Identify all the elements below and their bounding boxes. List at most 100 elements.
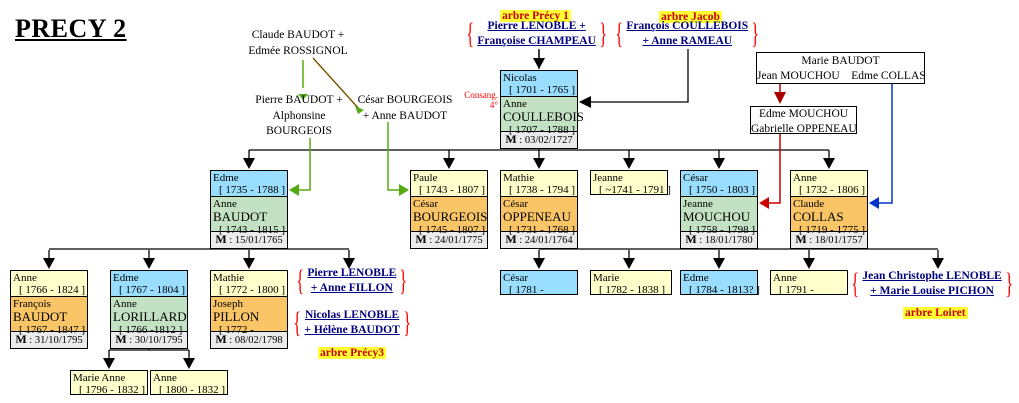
link-line1[interactable]: Pierre LENOBLE xyxy=(307,267,397,279)
link-coullebois-rameau[interactable]: François COULLEBOIS + Anne RAMEAU xyxy=(626,19,748,49)
left-brace-icon: { xyxy=(851,267,860,300)
link-lenoble-pichon[interactable]: Jean Christophe LENOBLE + Marie Louise P… xyxy=(862,269,1001,299)
person-2: Anne COULLEBOIS [ 1707 - 1788 ] xyxy=(501,96,584,136)
tag-loiret-label[interactable]: arbre Loiret xyxy=(903,307,968,319)
couple-box-anne: Anne [ 1732 - 1806 ] Claude COLLAS [ 171… xyxy=(790,170,868,249)
person-1: César [ 1750 - 1803 ] xyxy=(681,171,757,196)
link-line2[interactable]: + Anne FILLON xyxy=(310,282,393,294)
person-box-marie_anne: Marie Anne[ 1796 - 1832 ] xyxy=(70,370,148,396)
marie-baudot-box: Marie BAUDOT Jean MOUCHOU Edme COLLAS xyxy=(756,52,926,84)
marriage-value: : 31/10/1795 xyxy=(29,335,83,346)
jean-mouchou-name: Jean MOUCHOU xyxy=(757,70,840,82)
person-box-anne_gc: Anne[ 1800 - 1832 ] xyxy=(150,370,228,396)
tag-loiret[interactable]: arbre Loiret xyxy=(903,303,968,321)
last-name: LORILLARD xyxy=(113,309,187,324)
consanguinity-note: Consang. 4° xyxy=(455,90,498,110)
marriage-prefix: M xyxy=(505,232,517,246)
marriage-value: : 18/01/1757 xyxy=(809,235,863,246)
first-name: César xyxy=(503,198,529,210)
dates: [ 1784 - 1813? ] xyxy=(689,284,760,296)
dates: [ 1781 - xyxy=(509,284,544,296)
link-lenoble-champeau[interactable]: Pierre LENOBLE + Françoise CHAMPEAU xyxy=(477,19,596,49)
couple-box-paule: Paule [ 1743 - 1807 ] César BOURGEOIS [ … xyxy=(410,170,488,249)
left-brace-icon: { xyxy=(615,17,624,50)
pierre-line1: Pierre BAUDOT + xyxy=(255,94,343,106)
person-2: César BOURGEOIS [ 1745 - 1807 ] xyxy=(411,196,488,236)
link-line1[interactable]: Nicolas LENOBLE xyxy=(304,309,400,321)
last-name: COLLAS xyxy=(793,209,844,224)
last-name: BAUDOT xyxy=(13,309,68,324)
tag-precy3-label[interactable]: arbre Précy3 xyxy=(318,347,386,359)
link-group-loiret: { Jean Christophe LENOBLE + Marie Louise… xyxy=(848,269,1016,299)
down-arrow-icon xyxy=(343,258,355,269)
link-line2[interactable]: Françoise CHAMPEAU xyxy=(477,35,596,47)
edme-collas-name: Edme COLLAS xyxy=(851,70,926,82)
consang-label: Consang. xyxy=(464,90,498,100)
last-name: BOURGEOIS xyxy=(413,209,488,224)
down-arrow-icon xyxy=(713,258,725,269)
down-arrow-icon xyxy=(623,158,635,169)
couple-box-anne2: Anne [ 1766 - 1824 ] François BAUDOT [ 1… xyxy=(10,270,88,349)
link-line2[interactable]: + Marie Louise PICHON xyxy=(870,285,994,297)
gabrielle-oppeneau-name: Gabrielle OPPENEAU xyxy=(751,123,857,135)
claude-line1: Claude BAUDOT + xyxy=(251,29,345,41)
cesar-line1: César BOURGEOIS xyxy=(357,94,453,106)
claude-baudot-couple: Claude BAUDOT + Edmée ROSSIGNOL xyxy=(243,28,353,59)
person-2: Anne LORILLARD [ 1766 -1812 ] xyxy=(111,296,187,336)
first-name: Anne xyxy=(793,172,817,184)
down-arrow-icon xyxy=(533,258,545,269)
link-group-jacob: { François COULLEBOIS + Anne RAMEAU } xyxy=(612,17,759,50)
dates: [ 1796 - 1832 ] xyxy=(79,384,145,396)
cesar-bourgeois-couple: César BOURGEOIS + Anne BAUDOT xyxy=(355,93,455,124)
down-arrow-icon xyxy=(103,358,115,369)
line-jacob xyxy=(580,49,689,103)
person-2: Joseph PILLON [ 1772 - xyxy=(211,296,287,336)
first-name: César xyxy=(503,272,529,284)
right-brace-icon: } xyxy=(599,17,608,50)
right-brace-icon: } xyxy=(399,264,408,297)
person-1: Anne [ 1732 - 1806 ] xyxy=(791,171,867,196)
person-1: Edme [ 1767 - 1804 ] xyxy=(111,271,187,296)
dates: [ 1791 - xyxy=(779,284,814,296)
dates: [ 1750 - 1803 ] xyxy=(689,184,755,196)
last-name: BAUDOT xyxy=(213,209,268,224)
down-arrow-icon xyxy=(623,258,635,269)
first-name: Anne xyxy=(503,98,527,110)
marriage-prefix: M xyxy=(505,132,517,146)
link-line1[interactable]: Jean Christophe LENOBLE xyxy=(862,270,1002,282)
link-lenoble-fillon[interactable]: Pierre LENOBLE + Anne FILLON xyxy=(307,266,396,296)
tag-precy3[interactable]: arbre Précy3 xyxy=(318,343,386,361)
first-name: Edme xyxy=(213,172,239,184)
tag-precy1-label[interactable]: arbre Précy 1 xyxy=(500,10,571,22)
first-name: Anne xyxy=(773,272,797,284)
marriage-date: M : 24/01/1775 xyxy=(411,231,487,248)
link-group-fillon: { Pierre LENOBLE + Anne FILLON } xyxy=(293,264,408,297)
link-line1[interactable]: Pierre LENOBLE + xyxy=(487,20,586,32)
left-brace-icon: { xyxy=(296,264,305,297)
marie-baudot-name: Marie BAUDOT xyxy=(801,55,880,67)
tag-jacob-label[interactable]: arbre Jacob xyxy=(659,11,722,23)
tag-jacob[interactable]: arbre Jacob xyxy=(659,7,722,25)
marriage-prefix: M xyxy=(15,332,27,346)
link-line2[interactable]: + Hélène BAUDOT xyxy=(304,324,400,336)
couple-box-edme2: Edme [ 1767 - 1804 ] Anne LORILLARD [ 17… xyxy=(110,270,188,349)
link-group-precy1: { Pierre LENOBLE + Françoise CHAMPEAU } xyxy=(463,19,607,49)
link-lenoble-baudot[interactable]: Nicolas LENOBLE + Hélène BAUDOT xyxy=(304,308,399,338)
link-line2[interactable]: + Anne RAMEAU xyxy=(642,35,733,47)
marriage-value: : 18/01/1780 xyxy=(699,235,753,246)
person-2: Jeanne MOUCHOU [ 1758 - 1798 ] xyxy=(681,196,757,236)
first-name: Anne xyxy=(153,372,177,384)
pierre-line3: BOURGEOIS xyxy=(266,125,332,137)
person-2: César OPPENEAU [ 1731 - 1768 ] xyxy=(501,196,577,236)
down-arrow-icon xyxy=(183,358,195,369)
down-arrow-icon xyxy=(932,258,944,269)
dates: [ 1732 - 1806 ] xyxy=(799,184,865,196)
person-2: François BAUDOT [ 1767 - 1847 ] xyxy=(11,296,87,336)
tag-precy1[interactable]: arbre Précy 1 xyxy=(500,6,571,24)
down-arrow-icon xyxy=(243,158,255,169)
person-1: Edme [ 1735 - 1788 ] xyxy=(211,171,287,196)
down-arrow-icon xyxy=(243,258,255,269)
link-line1[interactable]: François COULLEBOIS xyxy=(626,20,749,32)
dates: [ 1738 - 1794 ] xyxy=(509,184,575,196)
first-name: Anne xyxy=(213,198,237,210)
